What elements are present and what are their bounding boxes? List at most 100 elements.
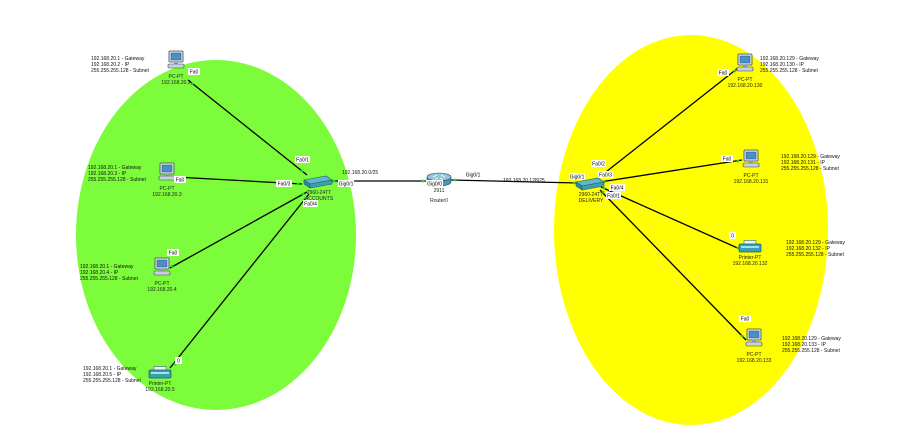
svg-text:Fa0: Fa0 xyxy=(723,157,732,163)
switch-left-model: 2960-24TT xyxy=(307,190,331,196)
svg-text:Fa0: Fa0 xyxy=(719,71,728,77)
svg-text:255.255.255.128 - Subnet: 255.255.255.128 - Subnet xyxy=(91,68,149,74)
note-pc5: 192.168.20.129 - Gateway 192.168.20.131 … xyxy=(781,154,840,172)
pc3-ip: 192.168.20.4 xyxy=(147,287,176,293)
printer-right-ip: 192.168.20.132 xyxy=(733,261,768,267)
svg-text:0: 0 xyxy=(177,359,180,365)
pc2[interactable]: PC-PT 192.168.20.3 xyxy=(152,162,182,198)
port-labels: Fa0 Fa0/1 Fa0 Fa0/3 Fa0 Fa0/4 0 Gig0/1 G… xyxy=(167,68,751,365)
switch-delivery[interactable]: 2960-24TT DELIVERY xyxy=(575,177,605,204)
svg-text:192.168.20.1 - Gateway: 192.168.20.1 - Gateway xyxy=(88,165,142,171)
pc3-model: PC-PT xyxy=(155,281,170,287)
link-pc1-switch xyxy=(187,79,308,176)
port-label: 0 xyxy=(729,232,736,240)
port-label: Fa0/1 xyxy=(606,192,621,200)
printer-right[interactable]: Printer-PT 192.168.20.132 xyxy=(733,240,768,268)
port-label: Gig0/0 xyxy=(426,180,443,188)
pc-icon xyxy=(736,53,754,72)
left-trunk-network-label: 192.168.20.0/25 xyxy=(342,170,378,176)
svg-text:192.168.20.1 - Gateway: 192.168.20.1 - Gateway xyxy=(80,264,134,270)
svg-text:Fa0/1: Fa0/1 xyxy=(607,194,620,200)
svg-text:255.255.255.128 - Subnet: 255.255.255.128 - Subnet xyxy=(80,276,138,282)
pc2-model: PC-PT xyxy=(160,186,175,192)
svg-text:0: 0 xyxy=(731,234,734,240)
links xyxy=(169,67,747,369)
pc5-model: PC-PT xyxy=(744,173,759,179)
svg-text:192.168.20.131 - IP: 192.168.20.131 - IP xyxy=(781,160,826,166)
port-label: Fa0 xyxy=(721,155,733,163)
port-label: Fa0/3 xyxy=(598,171,613,179)
port-label: Fa0 xyxy=(188,68,200,76)
port-label: 0 xyxy=(175,357,182,365)
svg-text:192.168.20.130 - IP: 192.168.20.130 - IP xyxy=(760,62,805,68)
note-pc1: 192.168.20.1 - Gateway 192.168.20.2 - IP… xyxy=(91,56,149,74)
svg-text:Fa0/2: Fa0/2 xyxy=(592,162,605,168)
port-label: Fa0 xyxy=(739,315,751,323)
switch-right-model: 2960-24TT xyxy=(579,192,603,198)
switch-left-name: ACCOUNTS xyxy=(305,196,334,202)
pc-icon xyxy=(742,149,760,168)
svg-text:255.255.255.128 - Subnet: 255.255.255.128 - Subnet xyxy=(83,378,141,384)
svg-text:192.168.20.5 - IP: 192.168.20.5 - IP xyxy=(83,372,122,378)
note-printer-right: 192.168.20.129 - Gateway 192.168.20.132 … xyxy=(786,240,845,258)
svg-text:192.168.20.3 - IP: 192.168.20.3 - IP xyxy=(88,171,127,177)
pc-icon xyxy=(745,328,763,347)
port-label: Fa0/1 xyxy=(295,156,310,164)
pc1-ip: 192.168.20.2 xyxy=(161,80,190,86)
svg-text:255.255.255.128 - Subnet: 255.255.255.128 - Subnet xyxy=(760,68,818,74)
svg-text:Gig0/1: Gig0/1 xyxy=(339,182,354,188)
note-pc2: 192.168.20.1 - Gateway 192.168.20.3 - IP… xyxy=(88,165,146,183)
pc4-model: PC-PT xyxy=(738,77,753,83)
svg-text:192.168.20.129 - Gateway: 192.168.20.129 - Gateway xyxy=(781,154,840,160)
svg-text:Fa0: Fa0 xyxy=(169,251,178,257)
pc3[interactable]: PC-PT 192.168.20.4 xyxy=(147,257,177,293)
delivery-zone xyxy=(554,35,828,425)
note-printer-left: 192.168.20.1 - Gateway 192.168.20.5 - IP… xyxy=(83,366,141,384)
port-label: Fa0/2 xyxy=(591,160,606,168)
pc6[interactable]: PC-PT 192.168.20.133 xyxy=(737,328,772,364)
printer-left-ip: 192.168.20.5 xyxy=(145,387,174,393)
svg-text:192.168.20.129 - Gateway: 192.168.20.129 - Gateway xyxy=(786,240,845,246)
port-label: Gig0/1 xyxy=(338,180,354,188)
pc6-ip: 192.168.20.133 xyxy=(737,358,772,364)
pc5-ip: 192.168.20.131 xyxy=(734,179,769,185)
svg-text:192.168.20.129 - Gateway: 192.168.20.129 - Gateway xyxy=(760,56,819,62)
link-router-switch-right xyxy=(450,179,579,184)
svg-text:Fa0/4: Fa0/4 xyxy=(611,186,624,192)
svg-text:Fa0/1: Fa0/1 xyxy=(296,158,309,164)
pc-icon xyxy=(167,50,185,69)
switch-right-name: DELIVERY xyxy=(579,198,604,204)
printer-left-model: Printer-PT xyxy=(149,381,172,387)
pc5[interactable]: PC-PT 192.168.20.131 xyxy=(734,149,769,185)
switch-accounts[interactable]: 2960-24TT ACCOUNTS xyxy=(303,175,334,202)
router0[interactable]: 2911 Router0 xyxy=(426,172,452,204)
port-label: Gig0/1 xyxy=(569,173,585,181)
svg-text:192.168.20.1 - Gateway: 192.168.20.1 - Gateway xyxy=(91,56,145,62)
svg-text:255.255.255.128 - Subnet: 255.255.255.128 - Subnet xyxy=(781,166,839,172)
svg-text:192.168.20.1 - Gateway: 192.168.20.1 - Gateway xyxy=(83,366,137,372)
svg-text:192.168.20.133 - IP: 192.168.20.133 - IP xyxy=(782,342,827,348)
link-switch-right-printer xyxy=(600,186,743,251)
svg-text:192.168.20.2 - IP: 192.168.20.2 - IP xyxy=(91,62,130,68)
right-trunk-network-label: 192.168.20.128/25 xyxy=(503,178,545,184)
note-pc4: 192.168.20.129 - Gateway 192.168.20.130 … xyxy=(760,56,819,74)
svg-text:Fa0: Fa0 xyxy=(176,178,185,184)
svg-text:192.168.20.129 - Gateway: 192.168.20.129 - Gateway xyxy=(782,336,841,342)
svg-text:192.168.20.132 - IP: 192.168.20.132 - IP xyxy=(786,246,831,252)
svg-text:Fa0: Fa0 xyxy=(741,317,750,323)
accounts-zone xyxy=(76,60,356,410)
svg-text:Fa0/3: Fa0/3 xyxy=(278,182,291,188)
router-name: Router0 xyxy=(430,198,448,204)
pc4[interactable]: PC-PT 192.168.20.130 xyxy=(728,53,763,89)
pc-icon xyxy=(153,257,171,276)
printer-left[interactable]: Printer-PT 192.168.20.5 xyxy=(145,366,175,394)
link-switch-right-pc5 xyxy=(599,159,743,183)
note-pc3: 192.168.20.1 - Gateway 192.168.20.4 - IP… xyxy=(80,264,138,282)
svg-text:Gig0/1: Gig0/1 xyxy=(570,175,585,181)
svg-text:192.168.20.4 - IP: 192.168.20.4 - IP xyxy=(80,270,119,276)
pc4-ip: 192.168.20.130 xyxy=(728,83,763,89)
pc1[interactable]: PC-PT 192.168.20.2 xyxy=(161,50,191,86)
link-switch-right-pc4 xyxy=(596,67,739,180)
port-label: Gig0/1 xyxy=(465,171,481,179)
